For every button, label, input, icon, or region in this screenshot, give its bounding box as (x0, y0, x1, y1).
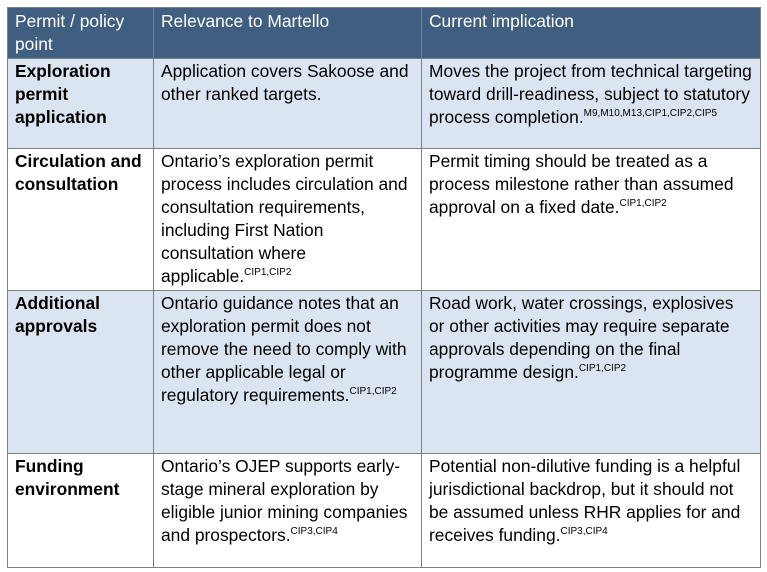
cell-text: Additional approvals (15, 293, 101, 336)
row-relevance: Ontario guidance notes that an explorati… (153, 290, 422, 454)
citation: CIP3,CIP4 (560, 526, 608, 537)
row-implication: Potential non-dilutive funding is a help… (421, 453, 761, 568)
cell-text: Potential non-dilutive funding is a help… (429, 456, 741, 545)
cell-text: Ontario’s OJEP supports early-stage mine… (161, 456, 408, 545)
cell-text: Ontario guidance notes that an explorati… (161, 293, 407, 405)
table-row: Additional approvals Ontario guidance no… (7, 290, 761, 454)
policy-table: Permit / policy point Relevance to Marte… (7, 7, 761, 568)
cell-text: Moves the project from technical targeti… (429, 61, 752, 127)
citation: CIP3,CIP4 (290, 526, 338, 537)
citation: CIP1,CIP2 (578, 363, 627, 374)
header-permit-policy-point: Permit / policy point (7, 7, 154, 59)
row-implication: Road work, water crossings, explosives o… (421, 290, 761, 454)
table-row: Funding environment Ontario’s OJEP suppo… (7, 453, 761, 568)
row-point: Funding environment (7, 453, 154, 568)
cell-text: Ontario’s exploration permit process inc… (161, 151, 408, 286)
cell-text: Funding environment (15, 456, 120, 499)
citation: M9,M10,M13,CIP1,CIP2,CIP5 (583, 108, 718, 119)
cell-text: Exploration permit application (15, 61, 111, 127)
citation: CIP1,CIP2 (244, 267, 292, 278)
row-point: Circulation and consultation (7, 148, 154, 291)
citation: CIP1,CIP2 (349, 386, 397, 397)
cell-text: Permit timing should be treated as a pro… (429, 151, 734, 217)
cell-text: Circulation and consultation (15, 151, 142, 194)
header-current-implication: Current implication (421, 7, 761, 59)
cell-text: Road work, water crossings, explosives o… (429, 293, 734, 382)
row-implication: Permit timing should be treated as a pro… (421, 148, 761, 291)
table-row: Circulation and consultation Ontario’s e… (7, 148, 761, 291)
row-relevance: Ontario’s exploration permit process inc… (153, 148, 422, 291)
row-implication: Moves the project from technical targeti… (421, 58, 761, 149)
table-header: Permit / policy point Relevance to Marte… (7, 7, 761, 59)
citation: CIP1,CIP2 (619, 198, 667, 209)
row-point: Exploration permit application (7, 58, 154, 149)
cell-text: Application covers Sakoose and other ran… (161, 61, 409, 104)
row-relevance: Ontario’s OJEP supports early-stage mine… (153, 453, 422, 568)
row-point: Additional approvals (7, 290, 154, 454)
row-relevance: Application covers Sakoose and other ran… (153, 58, 422, 149)
header-relevance: Relevance to Martello (153, 7, 422, 59)
table-row: Exploration permit application Applicati… (7, 58, 761, 149)
